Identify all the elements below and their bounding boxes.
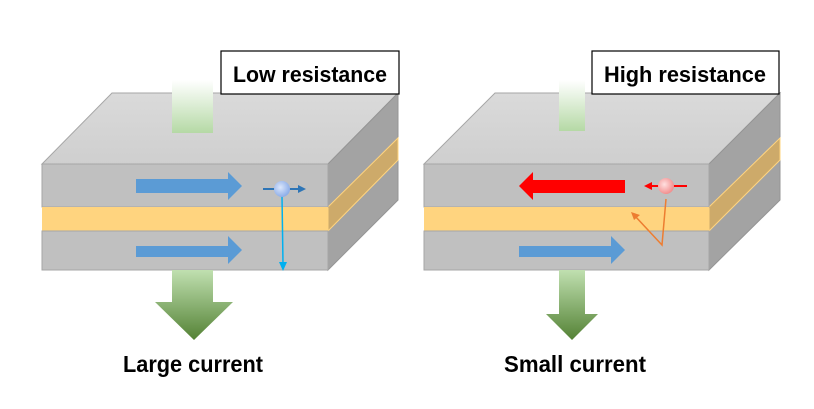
output-current-arrow xyxy=(155,270,233,340)
state-label-box xyxy=(220,50,400,95)
reflected-path-line xyxy=(634,198,667,247)
barrier-layer xyxy=(42,207,328,231)
output-current-arrow xyxy=(546,270,598,340)
transmitted-path-arrowhead xyxy=(279,262,287,271)
electron-icon xyxy=(658,178,674,194)
panel-high-resistance: High resistance Small current xyxy=(422,50,782,377)
reflected-path-arrowhead xyxy=(631,212,640,220)
fixed-layer-magnetization-arrow xyxy=(519,236,625,264)
current-label: Small current xyxy=(504,351,646,377)
fixed-layer-magnetization-arrow xyxy=(136,236,242,264)
free-layer-magnetization-arrow xyxy=(519,172,625,200)
state-label-box xyxy=(591,50,780,95)
transmitted-path-line xyxy=(281,195,284,265)
input-current-stem xyxy=(559,80,585,131)
electron-icon xyxy=(274,181,290,197)
panel-low-resistance: Low resistance Large current xyxy=(40,50,400,377)
state-label: Low resistance xyxy=(233,62,387,87)
state-label: High resistance xyxy=(604,62,766,87)
current-label: Large current xyxy=(123,351,263,377)
electron-spin-arrowhead xyxy=(298,185,306,193)
input-current-stem xyxy=(172,80,213,133)
electron-spin-arrowhead xyxy=(644,182,652,190)
free-layer-magnetization-arrow xyxy=(136,172,242,200)
barrier-layer xyxy=(424,207,709,231)
